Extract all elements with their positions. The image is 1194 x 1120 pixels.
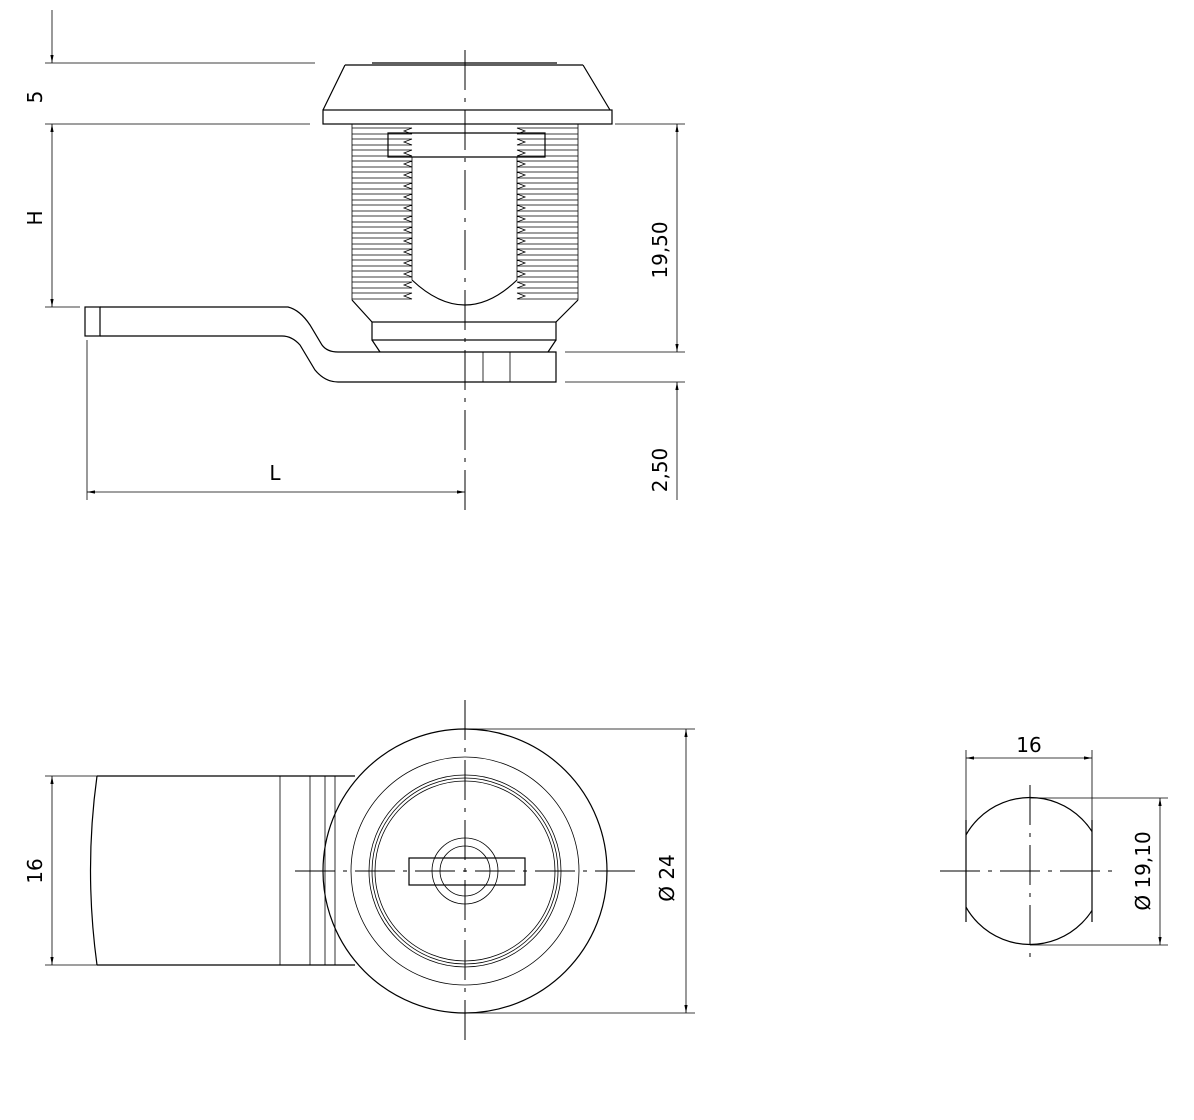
dim-h: H: [23, 210, 47, 225]
front-view: 16 Ø 24: [23, 700, 695, 1045]
cam: [84, 306, 557, 383]
dim-flat-width: 16: [1016, 733, 1041, 757]
dim-l: L: [269, 461, 281, 485]
lock-cap: [322, 62, 613, 125]
dim-thread-length: 19,50: [648, 221, 672, 278]
dimensions: [45, 10, 685, 500]
bore: [387, 132, 546, 306]
dim-cap-height: 5: [23, 91, 47, 104]
collar: [351, 299, 579, 353]
center-lines: [295, 700, 635, 1045]
dimensions: [965, 750, 1168, 946]
cap-inner-circle: [350, 756, 580, 986]
section-view: 16 Ø 19,10: [940, 733, 1168, 960]
thread-teeth: [351, 124, 579, 300]
dim-cam-thickness: 2,50: [648, 448, 672, 493]
thread-body: [351, 124, 579, 300]
dim-section-diameter: Ø 19,10: [1131, 831, 1155, 910]
cam-body: [89, 775, 355, 966]
dimensions: [45, 728, 695, 1014]
dim-diameter: Ø 24: [655, 854, 679, 902]
center-lines: [940, 785, 1120, 960]
dim-cam-width: 16: [23, 858, 47, 883]
side-view: 5 H 19,50 2,50 L: [23, 10, 685, 510]
